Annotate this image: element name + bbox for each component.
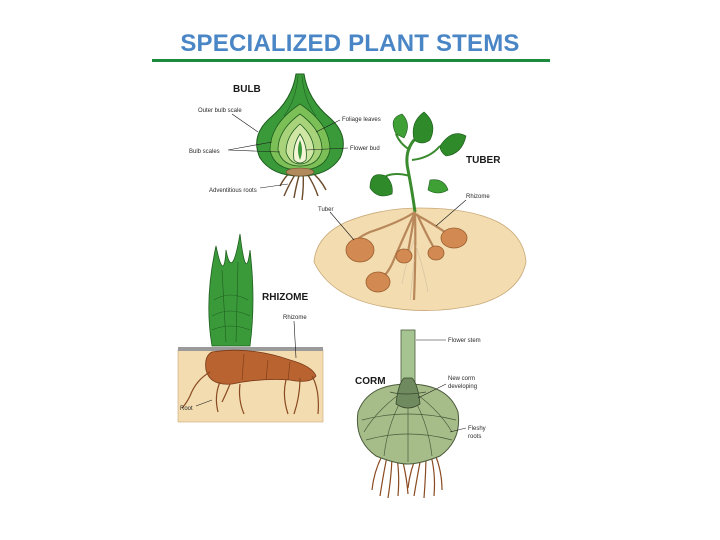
new-corm-label-2: developing (448, 384, 477, 390)
new-corm-leader (417, 383, 447, 399)
rhizome-part-leader (293, 320, 297, 359)
adventitious-roots-label: Adventitious roots (209, 188, 257, 194)
title-underline (152, 59, 550, 62)
fleshy-roots-leader (449, 427, 467, 433)
bulb-label: BULB (233, 84, 261, 95)
bulb-scales-leader (227, 141, 281, 153)
outer-bulb-scale-label: Outer bulb scale (198, 108, 242, 114)
root-label: Root (180, 406, 193, 412)
fleshy-roots-label-1: Fleshy (468, 426, 486, 432)
outer-scale-leader (231, 113, 259, 133)
flower-stem-label: Flower stem (448, 338, 481, 344)
foliage-leader (315, 119, 341, 133)
bulb-illustration (256, 73, 344, 201)
rhizome-label: RHIZOME (262, 292, 308, 303)
rhizome-part-label: Rhizome (283, 315, 307, 321)
corm-label: CORM (355, 376, 386, 387)
tuber-label: TUBER (466, 155, 501, 166)
new-corm-label-1: New corm (448, 376, 475, 382)
bulb-scales-label: Bulb scales (189, 149, 220, 155)
tuber-illustration (313, 111, 527, 311)
corm-illustration (356, 329, 460, 499)
tuber-part-label: Tuber (318, 207, 333, 213)
flower-bud-label: Flower bud (350, 146, 380, 152)
tuber-leader (329, 211, 355, 241)
tuber-rhizome-label: Rhizome (466, 194, 490, 200)
root-leader (195, 399, 213, 407)
roots-leader (259, 183, 289, 189)
bud-leader (305, 147, 349, 151)
tuber-rhizome-leader (435, 199, 467, 227)
fleshy-roots-label-2: roots (468, 434, 481, 440)
page-title: SPECIALIZED PLANT STEMS (180, 30, 520, 57)
rhizome-illustration (177, 233, 324, 423)
foliage-leaves-label: Foliage leaves (342, 117, 381, 123)
